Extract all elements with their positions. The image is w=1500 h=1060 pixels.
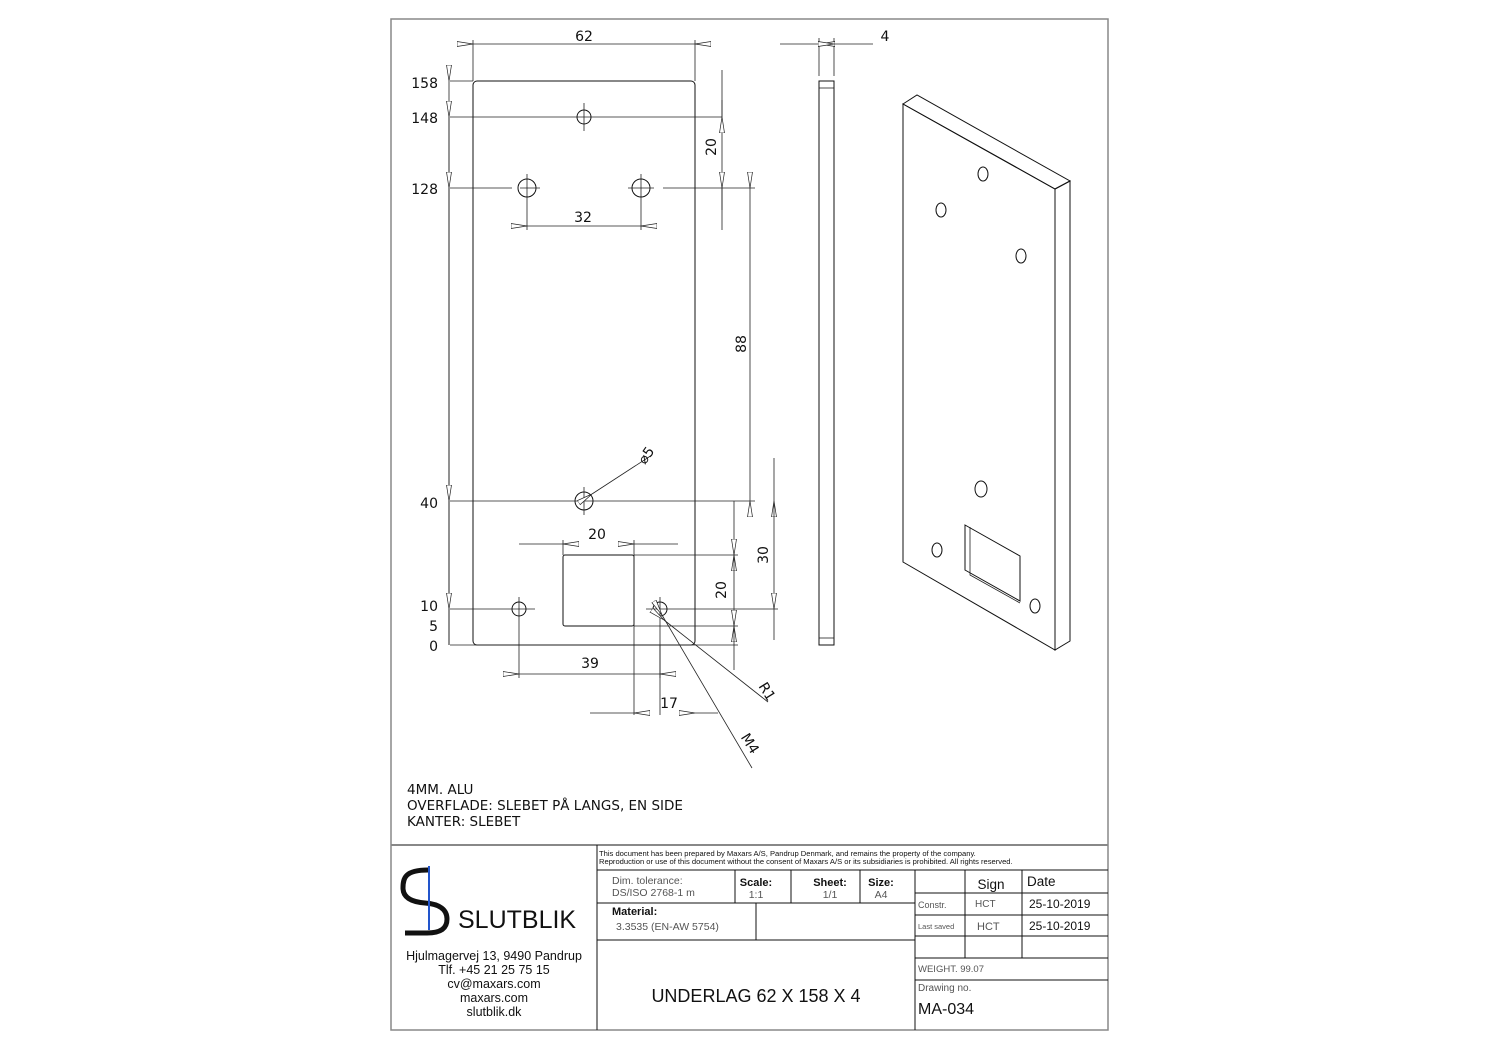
dim-hole-vertical: 88 (734, 335, 750, 353)
drawing-title: UNDERLAG 62 X 158 X 4 (651, 986, 860, 1006)
website-maxars: maxars.com (460, 991, 528, 1005)
constr-label: Constr. (918, 900, 947, 910)
side-view: 4 (780, 29, 890, 646)
dim-width: 62 (575, 29, 593, 45)
scale-value: 1:1 (749, 889, 764, 901)
dim-bottom-hole-distance: 39 (581, 656, 599, 672)
address-line: Hjulmagervej 13, 9490 Pandrup (406, 949, 582, 963)
drawing-no-label: Drawing no. (918, 983, 971, 994)
isometric-view (902, 94, 1072, 651)
side-outline (818, 80, 835, 646)
dim-cutout-height: 20 (714, 581, 730, 599)
date-header: Date (1027, 874, 1056, 889)
note-material: 4MM. ALU (407, 782, 473, 798)
company-name: SLUTBLIK (458, 906, 576, 934)
last-saved-sign: HCT (977, 921, 1000, 933)
dim-y-158: 158 (411, 76, 438, 92)
size-value: A4 (875, 889, 888, 901)
dim-y-10: 10 (420, 599, 438, 615)
note-edges: KANTER: SLEBET (407, 814, 521, 830)
sheet-border (390, 18, 1109, 1031)
scale-label: Scale: (740, 877, 772, 889)
front-view: 62 158 148 128 40 10 5 0 20 32 88 ⌀5 20 … (411, 29, 778, 769)
sheet-label: Sheet: (813, 877, 847, 889)
holes (511, 109, 668, 627)
last-saved-date: 25-10-2019 (1029, 919, 1091, 933)
dim-cutout-width: 20 (588, 527, 606, 543)
dim-y-5: 5 (429, 619, 438, 635)
drawing-number: MA-034 (918, 1001, 974, 1018)
dim-y-0: 0 (429, 639, 438, 655)
material-label: Material: (612, 906, 657, 918)
dim-cutout-offset: 30 (756, 546, 772, 564)
slutblik-logo: SLUTBLIK (400, 866, 576, 936)
dim-y-128: 128 (411, 182, 438, 198)
title-block: SLUTBLIK Hjulmagervej 13, 9490 Pandrup T… (391, 844, 1108, 1030)
disclaimer-line-1: This document has been prepared by Maxar… (599, 849, 976, 858)
website-slutblik: slutblik.dk (467, 1005, 523, 1019)
note-surface: OVERFLADE: SLEBET PÅ LANGS, EN SIDE (407, 797, 683, 814)
dim-top-hole-offset: 20 (704, 138, 720, 156)
constr-sign: HCT (975, 899, 996, 910)
dim-tolerance-value: DS/ISO 2768-1 m (612, 887, 695, 899)
sign-header: Sign (977, 877, 1004, 892)
dim-offset-17: 17 (660, 696, 678, 712)
dim-hole-spacing: 32 (574, 210, 592, 226)
sheet-value: 1/1 (823, 889, 838, 901)
dim-y-148: 148 (411, 111, 438, 127)
last-saved-label: Last saved (918, 922, 954, 931)
email-link: cv@maxars.com (447, 977, 540, 991)
dim-radius: R1 (755, 680, 778, 704)
phone: Tlf. +45 21 25 75 15 (438, 963, 550, 977)
disclaimer-line-2: Reproduction or use of this document wit… (599, 857, 1013, 866)
constr-date: 25-10-2019 (1029, 897, 1091, 911)
size-label: Size: (868, 877, 894, 889)
material-value: 3.3535 (EN-AW 5754) (616, 921, 719, 933)
dim-y-40: 40 (420, 496, 438, 512)
plate-outline (472, 80, 696, 646)
square-cutout (562, 554, 635, 627)
weight: WEIGHT. 99.07 (918, 964, 984, 975)
dim-tolerance-label: Dim. tolerance: (612, 875, 683, 887)
dim-thickness: 4 (881, 29, 890, 45)
dim-thread: M4 (737, 731, 762, 757)
